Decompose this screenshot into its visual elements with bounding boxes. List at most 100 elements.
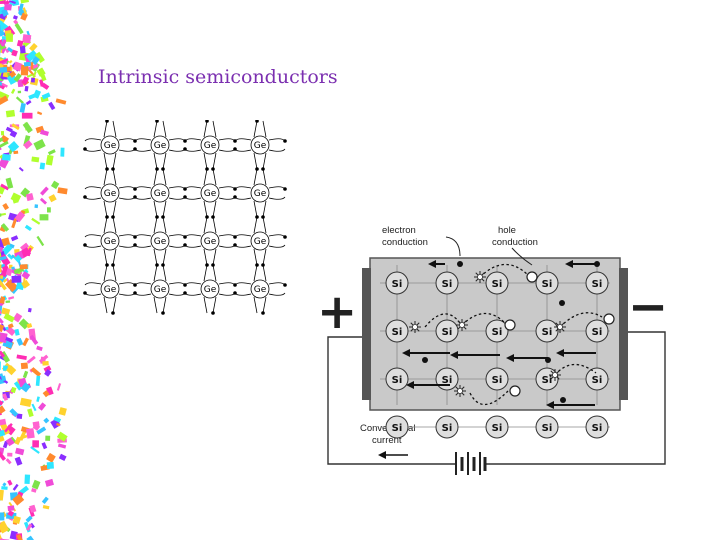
confetti-piece bbox=[26, 73, 33, 78]
ge-atom-label: Ge bbox=[104, 141, 117, 151]
confetti-piece bbox=[0, 66, 8, 73]
confetti-piece bbox=[41, 442, 48, 450]
si-atom-label: Si bbox=[542, 279, 553, 290]
confetti-piece bbox=[5, 336, 14, 343]
hole-conduction-caption: hole conduction bbox=[492, 225, 538, 248]
confetti-piece bbox=[20, 362, 28, 370]
confetti-piece bbox=[24, 474, 31, 484]
confetti-piece bbox=[40, 186, 49, 196]
ge-atom-label: Ge bbox=[254, 189, 267, 199]
confetti-piece bbox=[31, 156, 40, 163]
confetti-piece bbox=[0, 157, 9, 169]
confetti-piece bbox=[30, 77, 35, 83]
confetti-piece bbox=[9, 130, 18, 138]
confetti-piece bbox=[56, 422, 61, 427]
confetti-piece bbox=[0, 400, 4, 406]
confetti-piece bbox=[0, 332, 8, 343]
confetti-piece bbox=[0, 418, 7, 426]
confetti-piece bbox=[0, 275, 4, 279]
ge-atom: Ge bbox=[83, 120, 137, 171]
hole-hop-path bbox=[554, 363, 597, 376]
confetti-piece bbox=[19, 264, 28, 270]
confetti-piece bbox=[5, 300, 11, 304]
confetti-piece bbox=[27, 408, 34, 418]
confetti-piece bbox=[42, 390, 50, 398]
confetti-piece bbox=[30, 367, 42, 377]
confetti-piece bbox=[33, 138, 46, 151]
confetti-piece bbox=[39, 214, 49, 221]
confetti-piece bbox=[6, 33, 13, 42]
confetti-piece bbox=[35, 375, 41, 386]
confetti-piece bbox=[26, 535, 35, 540]
confetti-piece bbox=[24, 85, 29, 92]
confetti-piece bbox=[57, 443, 67, 449]
si-atom: Si bbox=[585, 271, 609, 295]
electron-drift-arrow bbox=[428, 260, 445, 268]
confetti-piece bbox=[7, 505, 15, 512]
ge-atom: Ge bbox=[133, 215, 187, 267]
confetti-piece bbox=[11, 123, 20, 131]
confetti-piece bbox=[0, 489, 4, 501]
confetti-piece bbox=[47, 149, 56, 156]
confetti-piece bbox=[14, 211, 26, 223]
confetti-piece bbox=[21, 76, 30, 86]
confetti-piece bbox=[15, 96, 24, 104]
si-atom-label: Si bbox=[542, 375, 553, 386]
confetti-piece bbox=[2, 203, 10, 211]
confetti-piece bbox=[0, 429, 6, 438]
confetti-piece bbox=[19, 397, 32, 408]
confetti-piece bbox=[0, 24, 5, 37]
confetti-piece bbox=[38, 402, 47, 411]
confetti-piece bbox=[7, 452, 13, 457]
confetti-piece bbox=[26, 428, 35, 439]
confetti-piece bbox=[7, 510, 15, 517]
confetti-piece bbox=[28, 93, 37, 100]
confetti-piece bbox=[12, 61, 23, 72]
positive-electrode bbox=[362, 268, 371, 400]
ge-atom: Ge bbox=[233, 263, 287, 315]
confetti-piece bbox=[7, 323, 14, 329]
si-atom-label: Si bbox=[392, 375, 403, 386]
hole-hop-path bbox=[559, 312, 603, 328]
ge-atom-label: Ge bbox=[204, 189, 217, 199]
confetti-piece bbox=[0, 255, 7, 261]
confetti-piece bbox=[21, 279, 30, 289]
vacancy-marker bbox=[554, 321, 566, 333]
si-atom: Si bbox=[435, 271, 459, 295]
confetti-piece bbox=[18, 318, 30, 330]
confetti-piece bbox=[58, 453, 67, 462]
ge-atom: Ge bbox=[183, 263, 237, 315]
si-atom-label: Si bbox=[592, 279, 603, 290]
confetti-piece bbox=[29, 504, 37, 513]
confetti-piece bbox=[50, 180, 60, 190]
confetti-piece bbox=[7, 253, 14, 260]
confetti-piece bbox=[1, 486, 8, 490]
confetti-piece bbox=[0, 324, 5, 333]
confetti-piece bbox=[1, 375, 7, 382]
si-atom-label: Si bbox=[442, 423, 453, 434]
confetti-piece bbox=[0, 512, 5, 521]
confetti-piece bbox=[16, 413, 23, 419]
confetti-piece bbox=[0, 279, 7, 291]
confetti-piece bbox=[30, 62, 34, 70]
confetti-piece bbox=[16, 40, 24, 47]
ge-atom-label: Ge bbox=[154, 237, 167, 247]
ge-atom: Ge bbox=[183, 167, 237, 219]
confetti-piece bbox=[0, 131, 5, 136]
confetti-piece bbox=[4, 3, 12, 11]
si-atom-label: Si bbox=[492, 423, 503, 434]
silicon-conduction-diagram: + − electron conduction hole conduction … bbox=[317, 225, 668, 475]
si-atom: Si bbox=[385, 415, 409, 439]
confetti-piece bbox=[8, 243, 15, 249]
confetti-piece bbox=[7, 479, 13, 486]
ge-atom: Ge bbox=[233, 215, 287, 267]
confetti-piece bbox=[16, 337, 24, 346]
confetti-piece bbox=[0, 195, 2, 201]
confetti-piece bbox=[14, 456, 23, 466]
confetti-piece bbox=[39, 129, 49, 137]
confetti-piece bbox=[1, 307, 11, 316]
confetti-piece bbox=[13, 73, 22, 83]
ge-atom-label: Ge bbox=[104, 237, 117, 247]
confetti-piece bbox=[25, 49, 38, 62]
confetti-piece bbox=[15, 447, 25, 456]
